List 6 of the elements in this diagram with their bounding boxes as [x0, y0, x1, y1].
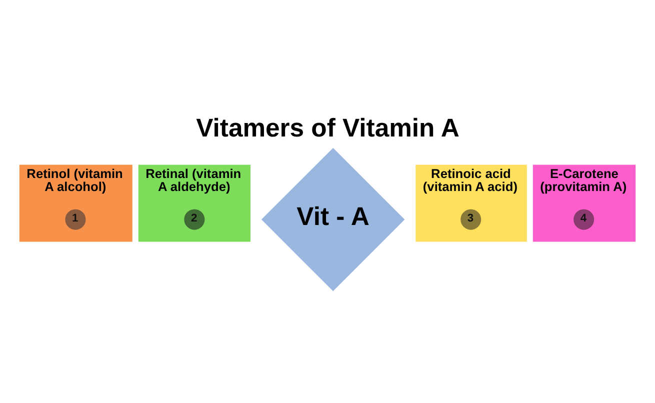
node-circle: 3	[460, 208, 482, 230]
node-circle: 1	[65, 208, 86, 230]
node-circle: 4	[574, 208, 594, 230]
node-circle: 2	[184, 208, 205, 230]
node-diamond: Vit - A	[261, 147, 405, 291]
diagram-title: Vitamers of Vitamin A	[196, 114, 460, 142]
